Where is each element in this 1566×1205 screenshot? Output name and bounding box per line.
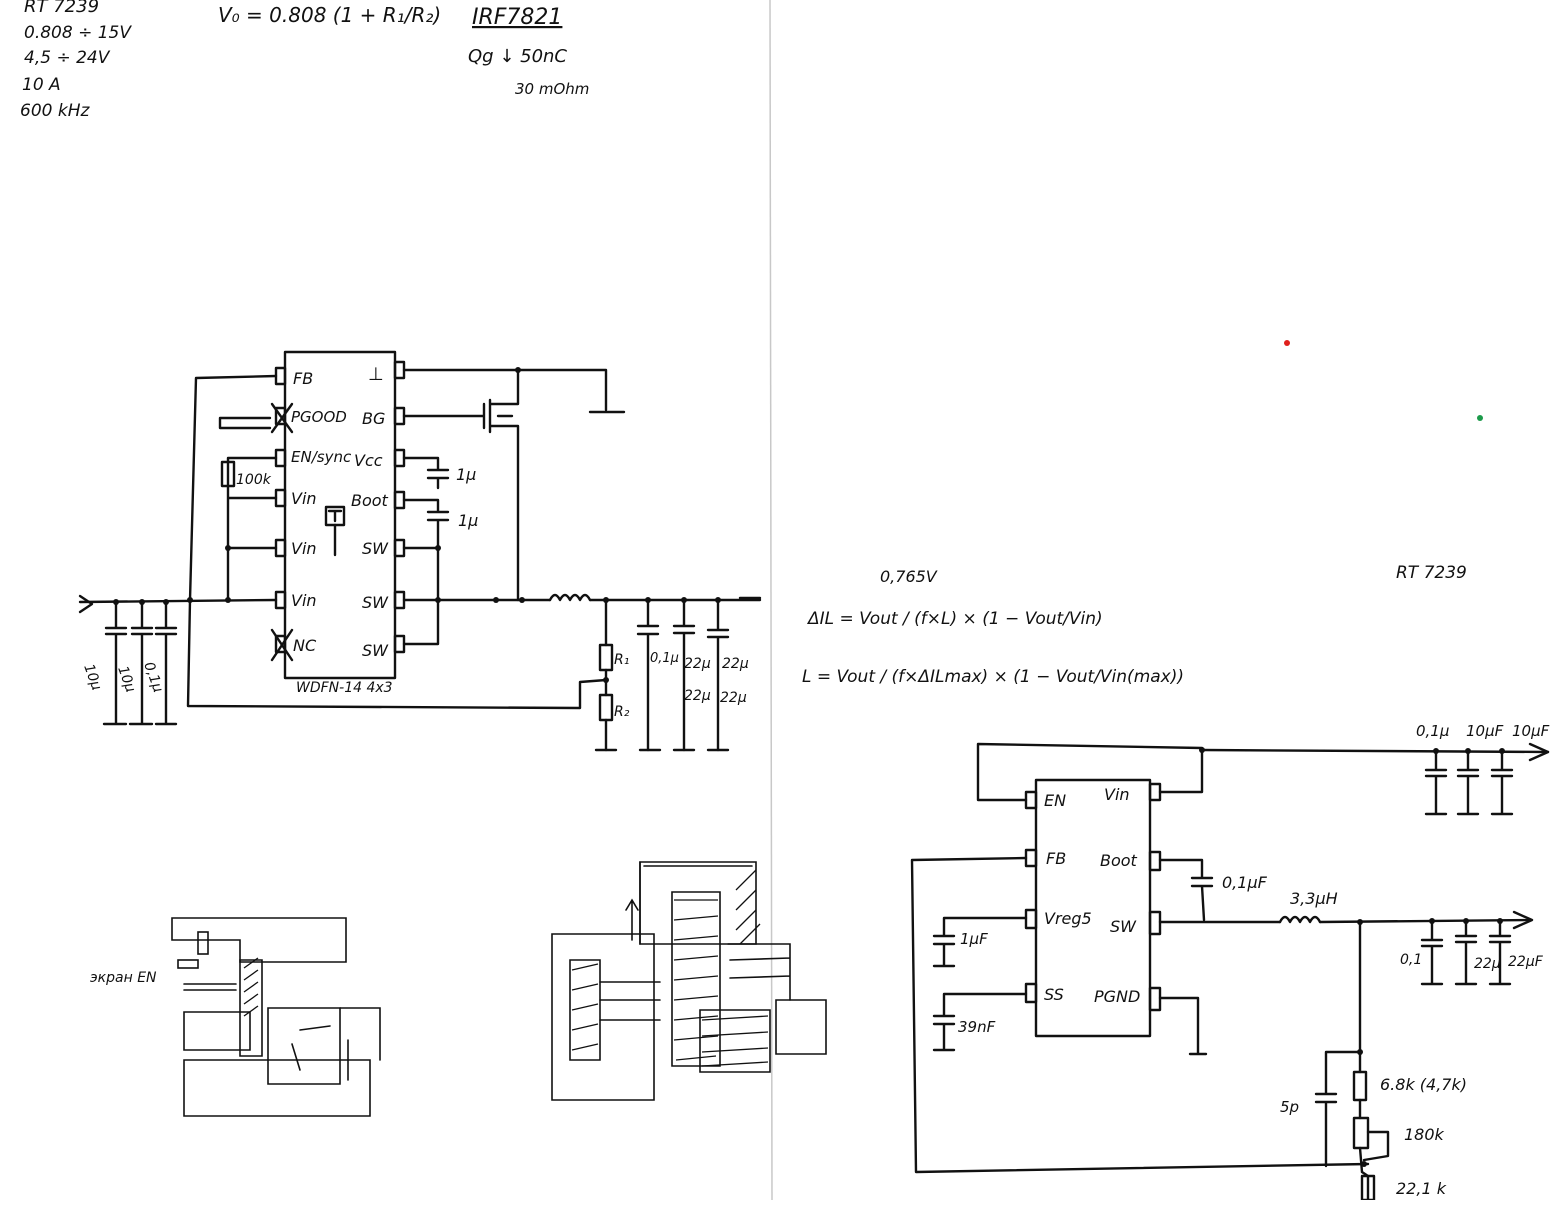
en-pullup-label: 100k	[236, 472, 272, 488]
exposed-pad-ground	[327, 509, 343, 557]
pin-nc-label: NC	[293, 636, 317, 655]
r-ss-cap-label: 39nF	[958, 1018, 996, 1036]
r-var-resistor-label: 180k	[1404, 1125, 1445, 1144]
right-wiring	[910, 742, 1550, 1202]
r-bottom-resistor-label: 22,1 k	[1396, 1179, 1447, 1198]
cin3-label: 0,1μ	[140, 660, 166, 695]
left-inductor	[548, 593, 592, 602]
left-ic-body	[283, 350, 397, 680]
pin-vin2-label: Vin	[291, 539, 317, 558]
cin2-label: 10μ	[114, 664, 138, 695]
r-cin3-label: 10μF	[1512, 722, 1550, 740]
r-pin-pgnd-label: PGND	[1094, 987, 1140, 1006]
r-pin-sw-label: SW	[1110, 917, 1137, 936]
r-cout2-label: 22μ	[1474, 956, 1501, 972]
pin-boot-label: Boot	[351, 491, 389, 510]
boot-cap-label: 1μ	[458, 511, 478, 530]
vin-range-note: 4,5 ÷ 24V	[24, 48, 111, 68]
rds-note: 30 mOhm	[515, 80, 589, 98]
r-vreg-cap-label: 1μF	[960, 930, 988, 948]
right-inductor	[1278, 915, 1322, 924]
green-dot	[1477, 415, 1483, 421]
left-ic-right-pins	[393, 360, 406, 654]
pin-vcc-label: Vcc	[354, 451, 383, 470]
r-cout1-label: 0,1	[1400, 952, 1422, 968]
cout2-label: 22μ	[684, 656, 711, 672]
spec-notes: RT 7239 0.808 ÷ 15V 4,5 ÷ 24V 10 A 600 k…	[20, 0, 132, 121]
inductance-formula: L = Vout / (f×ΔILmax) × (1 − Vout/Vin(ma…	[802, 667, 1184, 687]
r-pin-en-label: EN	[1044, 791, 1066, 810]
pin-en-label: EN/sync	[291, 448, 352, 466]
mosfet-notes: IRF7821 Qg ↓ 50nC 30 mOhm	[468, 5, 589, 98]
r-cout3-label: 22μF	[1508, 954, 1544, 970]
r-top-resistor-label: 6.8k (4,7k)	[1380, 1075, 1467, 1094]
r2-label: R₂	[614, 704, 630, 720]
screen-en-label: экран EN	[90, 970, 157, 986]
r-pin-boot-label: Boot	[1100, 851, 1138, 870]
pin-pgood-label: PGOOD	[291, 408, 347, 426]
right-part-label: RT 7239	[1396, 563, 1467, 583]
pgood-cross-mark	[270, 402, 294, 434]
r-pin-ss-label: SS	[1044, 985, 1064, 1004]
left-ic: FB PGOOD EN/sync Vin Vin Vin NC ⊥ BG Vcc…	[270, 350, 406, 696]
gate-charge-note: Qg ↓ 50nC	[468, 46, 567, 67]
layout-sketch-2	[551, 861, 827, 1101]
delta-il-formula: ΔIL = Vout / (f×L) × (1 − Vout/Vin)	[806, 609, 1103, 629]
cout4-label: 22μ	[684, 688, 711, 704]
r-inductor-label: 3,3μH	[1290, 889, 1338, 908]
r-cin1-label: 0,1μ	[1416, 722, 1449, 740]
pin-sw3-label: SW	[362, 641, 389, 660]
package-label: WDFN-14 4x3	[296, 680, 393, 696]
pin-sw1-label: SW	[362, 539, 389, 558]
vcc-cap-label: 1μ	[456, 465, 476, 484]
pin-bg-label: BG	[362, 409, 385, 428]
vout-value-label: 0,765V	[880, 567, 938, 586]
cout3-label: 22μ	[722, 656, 749, 672]
pin-vin3-label: Vin	[291, 591, 317, 610]
cout1-label: 0,1μ	[650, 651, 679, 666]
en-pullup-resistor	[220, 460, 236, 488]
page-fold	[769, 0, 773, 1201]
current-note: 10 A	[22, 75, 61, 95]
vo-formula: V₀ = 0.808 (1 + R₁/R₂)	[218, 3, 441, 27]
pin-vin1-label: Vin	[291, 489, 317, 508]
r-ff-cap-label: 5p	[1280, 1098, 1299, 1116]
r1-resistor	[598, 643, 614, 672]
frequency-note: 600 kHz	[20, 101, 90, 121]
red-dot	[1284, 340, 1290, 346]
right-ic: EN FB Vreg5 SS Vin Boot SW PGND	[1024, 778, 1162, 1038]
pin-fb-label: FB	[293, 369, 313, 388]
left-wiring	[78, 367, 762, 752]
part-number-note: RT 7239	[24, 0, 99, 17]
pin-sw2-label: SW	[362, 593, 389, 612]
r-top-resistor	[1352, 1070, 1368, 1102]
right-ic-body	[1034, 778, 1152, 1038]
vout-range-note: 0.808 ÷ 15V	[24, 23, 132, 43]
r-cin2-label: 10μF	[1466, 722, 1504, 740]
r-pin-vin-label: Vin	[1104, 785, 1130, 804]
layout-sketch-1: экран EN	[90, 917, 381, 1117]
pin-gnd-label: ⊥	[368, 364, 384, 385]
r-var-resistor	[1352, 1116, 1370, 1150]
cin1-label: 10μ	[80, 662, 104, 693]
low-side-mosfet	[402, 368, 520, 602]
r-pin-vreg5-label: Vreg5	[1044, 909, 1092, 928]
r-boot-cap-label: 0,1μF	[1222, 873, 1268, 892]
r-pin-fb-label: FB	[1046, 849, 1066, 868]
cout5-label: 22μ	[720, 690, 747, 706]
nc-cross-mark	[270, 628, 294, 662]
r1-label: R₁	[614, 652, 629, 668]
mosfet-part: IRF7821	[472, 5, 562, 30]
r2-resistor	[598, 693, 614, 722]
